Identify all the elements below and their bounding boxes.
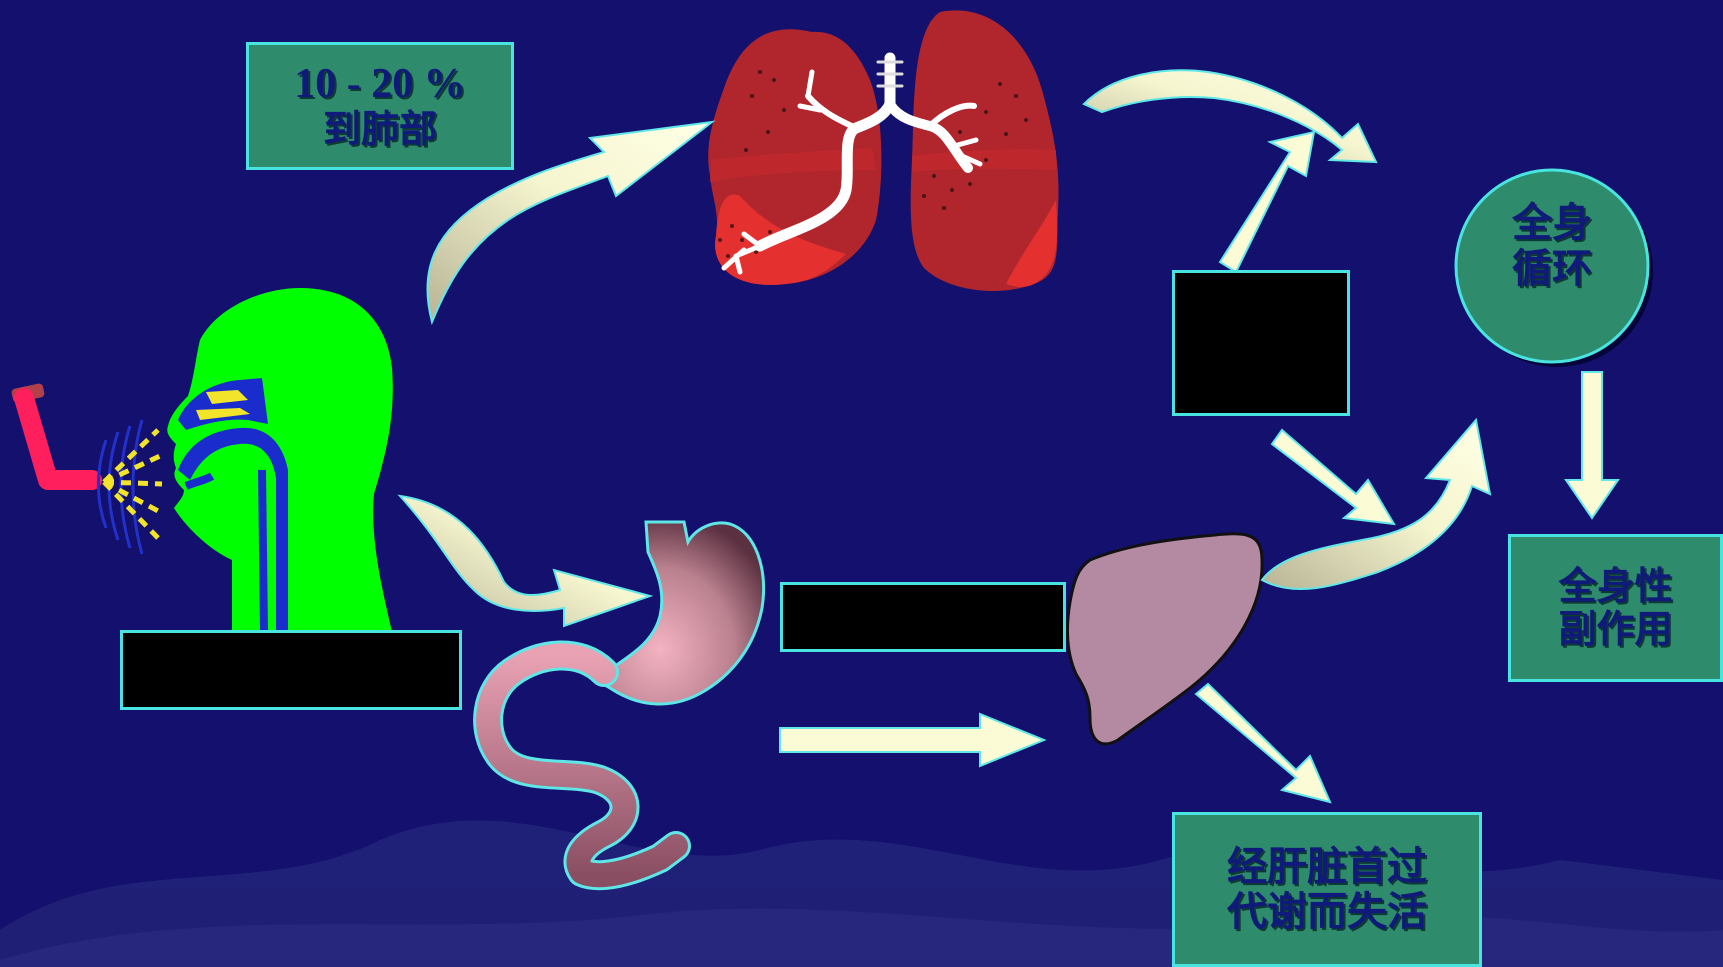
arrow-lungs-to-circulation — [1084, 70, 1376, 162]
circulation-label: 全身 循环 — [1456, 200, 1648, 292]
first-pass-line-1: 经肝脏首过 — [1227, 845, 1427, 890]
arrow-liver-to-metabolism — [1196, 684, 1330, 802]
arrow-box-up — [1220, 132, 1314, 272]
redacted-box-head — [120, 630, 462, 710]
inhaler-icon — [11, 383, 92, 480]
arrow-to-stomach — [400, 496, 650, 626]
lung-target-label: 到肺部 — [323, 108, 437, 151]
spray-icon — [99, 420, 163, 554]
arrow-circulation-to-side-effects — [1566, 372, 1618, 518]
first-pass-line-2: 代谢而失活 — [1227, 890, 1427, 935]
first-pass-metabolism-box: 经肝脏首过 代谢而失活 — [1172, 812, 1482, 967]
head-silhouette-icon — [167, 288, 393, 632]
redacted-box-stomach-liver — [780, 582, 1066, 652]
stomach-icon — [596, 522, 764, 704]
redacted-box-right — [1172, 270, 1350, 416]
circulation-line-1: 全身 — [1456, 200, 1648, 246]
side-effects-line-2: 副作用 — [1558, 608, 1672, 651]
circulation-line-2: 循环 — [1456, 246, 1648, 292]
side-effects-box: 全身性 副作用 — [1508, 534, 1723, 682]
arrow-box-down — [1272, 430, 1394, 524]
lung-deposition-box: 10 - 20 % 到肺部 — [246, 42, 514, 170]
lung-percent-label: 10 - 20 % — [294, 61, 466, 108]
arrow-intestine-to-liver — [780, 714, 1044, 766]
side-effects-line-1: 全身性 — [1558, 565, 1672, 608]
